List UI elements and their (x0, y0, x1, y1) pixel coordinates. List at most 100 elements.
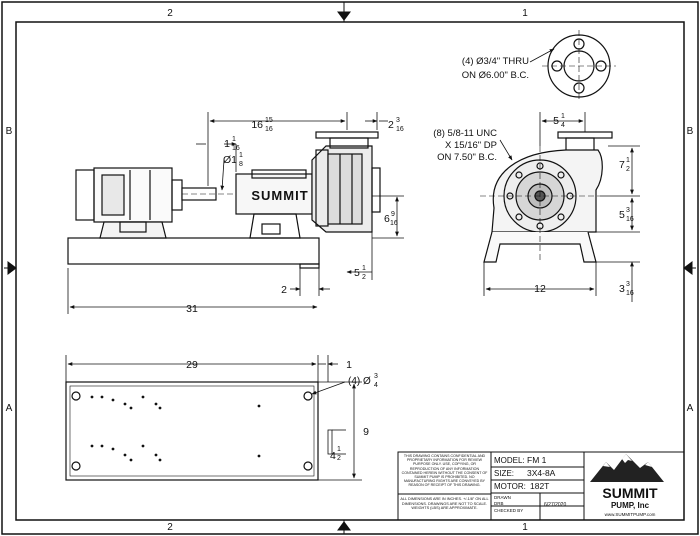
dim-base-end: 1 (346, 359, 352, 371)
svg-text:3: 3 (396, 117, 400, 124)
zone-label-top-2: 2 (167, 8, 173, 19)
svg-text:(4) Ø: (4) Ø (348, 376, 371, 387)
svg-text:16: 16 (265, 126, 273, 133)
dim-overall-length: 31 (186, 303, 198, 315)
end-note-line1: (8) 5/8-11 UNC (433, 128, 497, 139)
flange-bolt-note-1: (4) Ø3/4" THRU (462, 56, 529, 67)
motor-value: 182T (530, 481, 549, 491)
discharge-flange-view (529, 30, 616, 102)
pump-brand-text: SUMMIT (251, 188, 308, 203)
baseplate-side (67, 237, 320, 265)
center-marker-right (683, 261, 696, 275)
size-value: 3X4-8A (527, 468, 556, 478)
model-value: FM 1 (527, 455, 547, 465)
svg-text:5: 5 (553, 115, 559, 127)
drawn-value: DRB (494, 501, 504, 506)
dim-base-slot: 4 1 2 (330, 446, 341, 462)
dim-center-height: 6 9 16 (384, 211, 398, 227)
svg-text:5: 5 (354, 267, 360, 279)
end-note-line3: ON 7.50" B.C. (437, 152, 497, 163)
dim-end-mid: 5 3 16 (619, 207, 634, 223)
svg-text:2: 2 (337, 455, 341, 462)
dim-end-top: 5 1 4 (553, 113, 565, 129)
dim-end-width: 12 (534, 283, 546, 295)
zone-label-right-b: B (687, 126, 694, 137)
svg-text:7: 7 (619, 159, 625, 171)
end-dimensions (483, 112, 640, 302)
zone-label-bottom-1: 1 (522, 522, 528, 533)
pump-end-view (480, 131, 613, 263)
zone-label-top-1: 1 (522, 8, 528, 19)
baseplate-plan-view (65, 381, 333, 481)
svg-text:16: 16 (390, 220, 398, 227)
confidential-notice: THIS DRAWING CONTAINS CONFIDENTIAL AND P… (401, 454, 488, 488)
svg-text:4: 4 (374, 382, 378, 389)
pump-side-view (67, 131, 381, 269)
dim-shaft-extension: 1 1 16 (224, 136, 240, 152)
svg-text:1: 1 (232, 136, 236, 143)
dimensions-notice: ALL DIMENSIONS ARE IN INCHES. +/-1/8" ON… (400, 497, 489, 511)
zone-label-bottom-2: 2 (167, 522, 173, 533)
center-marker-top (337, 4, 351, 21)
svg-text:3: 3 (619, 283, 625, 295)
inner-border (15, 21, 685, 521)
zone-label-left-a: A (6, 403, 13, 414)
dim-end-upper: 7 1 2 (619, 157, 630, 173)
title-block (397, 451, 685, 521)
summit-mountain-logo (590, 454, 664, 482)
baseplate-mounting-holes (90, 395, 261, 462)
dim-end-low: 3 3 16 (619, 281, 634, 297)
checked-label: CHECKED BY (494, 508, 523, 513)
svg-text:9: 9 (391, 211, 395, 218)
svg-text:1: 1 (362, 265, 366, 272)
svg-text:6: 6 (384, 213, 390, 225)
svg-text:4: 4 (330, 450, 336, 462)
svg-text:16: 16 (232, 145, 240, 152)
end-note-line2: X 15/16" DP (445, 140, 497, 151)
website: www.SUMMITPUMP.com (605, 512, 656, 517)
dim-shaft-diameter: Ø1 1 8 (223, 152, 243, 168)
zone-label-left-b: B (6, 126, 13, 137)
base-dimensions (65, 355, 362, 481)
svg-text:16: 16 (396, 126, 404, 133)
size-label: SIZE: (494, 469, 514, 478)
svg-text:2: 2 (388, 119, 394, 131)
zone-label-right-a: A (687, 403, 694, 414)
motor-label: MOTOR: (494, 482, 526, 491)
svg-text:16: 16 (626, 216, 634, 223)
svg-text:2: 2 (626, 166, 630, 173)
svg-text:4: 4 (561, 122, 565, 129)
svg-text:15: 15 (265, 117, 273, 124)
drawn-label: DRAWN (494, 495, 511, 500)
dim-base-holes: (4) Ø 3 4 (348, 373, 378, 389)
dim-two: 2 (281, 284, 287, 296)
dim-overall-top: 16 15 16 (251, 117, 273, 133)
date-value: 6/27/2020 (544, 502, 566, 508)
brand-sub: PUMP, Inc (611, 501, 650, 510)
dim-base-width: 9 (363, 426, 369, 438)
svg-text:1: 1 (239, 152, 243, 159)
dim-base-length: 29 (186, 359, 198, 371)
dim-flange-offset: 2 3 16 (388, 117, 404, 133)
center-marker-left (4, 261, 17, 275)
svg-text:1: 1 (626, 157, 630, 164)
dim-suction-offset: 5 1 2 (354, 265, 366, 281)
svg-text:1: 1 (561, 113, 565, 120)
svg-text:8: 8 (239, 161, 243, 168)
flange-bolt-note-2: ON Ø6.00" B.C. (462, 70, 529, 81)
svg-text:1: 1 (337, 446, 341, 453)
svg-text:5: 5 (619, 209, 625, 221)
svg-text:16: 16 (626, 290, 634, 297)
svg-text:3: 3 (626, 207, 630, 214)
svg-text:3: 3 (374, 373, 378, 380)
svg-text:Ø1: Ø1 (223, 154, 237, 166)
svg-text:3: 3 (626, 281, 630, 288)
side-dimensions (67, 112, 404, 314)
svg-text:2: 2 (362, 274, 366, 281)
svg-text:16: 16 (251, 119, 263, 131)
svg-text:1: 1 (224, 138, 230, 150)
brand-name: SUMMIT (602, 485, 658, 501)
bearing-frame (235, 173, 313, 215)
